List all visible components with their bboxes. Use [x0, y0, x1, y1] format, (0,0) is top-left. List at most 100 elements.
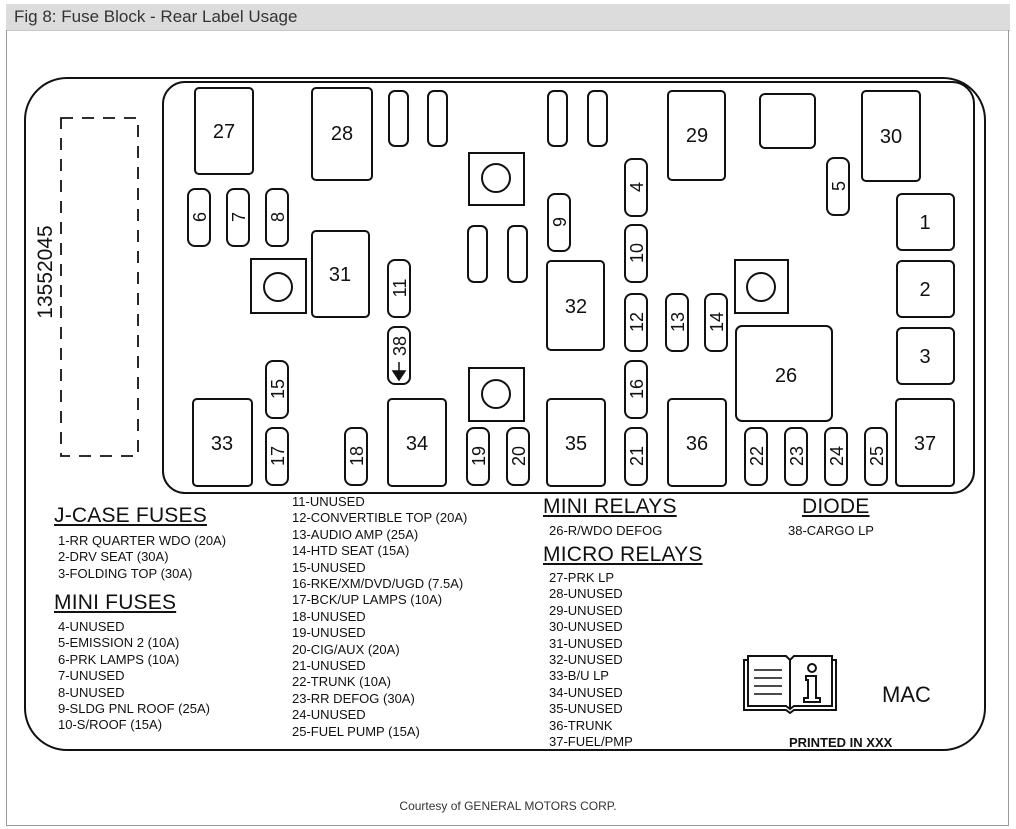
svg-text:11: 11 [390, 279, 410, 298]
legend-item: 31-UNUSED [549, 635, 623, 651]
svg-text:2: 2 [919, 279, 930, 301]
relay-26: 26 [735, 325, 833, 422]
svg-text:33: 33 [211, 433, 233, 455]
svg-text:15: 15 [268, 379, 288, 399]
svg-text:28: 28 [331, 123, 353, 145]
mini-relays-heading: MINI RELAYS [543, 495, 677, 518]
legend-item: 9-SLDG PNL ROOF (25A) [58, 701, 210, 717]
svg-text:6: 6 [190, 212, 210, 222]
mounting-boss [250, 258, 307, 314]
svg-text:3: 3 [919, 346, 930, 368]
legend-item: 20-CIG/AUX (20A) [292, 641, 400, 657]
micro-relays-heading: MICRO RELAYS [543, 543, 703, 566]
mini-fuse-16: 16 [624, 360, 648, 419]
mini-fuse-18: 18 [344, 427, 368, 486]
figure-title-bar: Fig 8: Fuse Block - Rear Label Usage [6, 4, 1010, 31]
legend-item: 11-UNUSED [292, 494, 365, 509]
legend-item: 17-BCK/UP LAMPS (10A) [292, 592, 443, 608]
svg-text:24: 24 [827, 446, 847, 466]
part-number: 13552045 [34, 225, 57, 318]
legend-item: 24-UNUSED [292, 707, 366, 723]
printed-in-label: PRINTED IN XXX [789, 735, 893, 750]
mini-fuse-11: 11 [387, 259, 411, 318]
svg-text:8: 8 [268, 212, 288, 222]
mini-fuse-15: 15 [265, 360, 289, 419]
jcase-fuse-1: 1 [896, 193, 955, 251]
legend-item: 15-UNUSED [292, 559, 366, 575]
empty-fuse-slot [547, 90, 568, 147]
legend-item: 26-R/WDO DEFOG [549, 523, 663, 538]
jcase-fuses-heading: J-CASE FUSES [54, 504, 207, 527]
mini-fuse-23: 23 [784, 427, 808, 486]
mini-fuse-8: 8 [265, 188, 289, 247]
svg-text:16: 16 [627, 379, 647, 399]
empty-slot-box [759, 93, 816, 149]
svg-text:38: 38 [390, 336, 410, 356]
legend-item: 21-UNUSED [292, 658, 366, 674]
relay-27: 27 [194, 87, 254, 175]
dashed-label-area [60, 117, 139, 457]
svg-text:9: 9 [550, 217, 570, 227]
mini-fuse-5: 5 [826, 157, 850, 216]
svg-text:31: 31 [329, 264, 351, 286]
legend-item: 37-FUEL/PMP [549, 734, 633, 750]
legend-item: 22-TRUNK (10A) [292, 674, 391, 690]
courtesy-credit: Courtesy of GENERAL MOTORS CORP. [399, 799, 617, 813]
legend-item: 16-RKE/XM/DVD/UGD (7.5A) [292, 576, 464, 592]
relay-35: 35 [546, 398, 606, 487]
mounting-boss [734, 259, 789, 314]
svg-text:10: 10 [627, 243, 647, 263]
mini-fuses-list: 4-UNUSED 5-EMISSION 2 (10A) 6-PRK LAMPS … [58, 619, 210, 734]
diode-symbol-icon [391, 362, 407, 382]
svg-text:19: 19 [469, 446, 489, 466]
mini-fuse-22: 22 [744, 427, 768, 486]
legend-item: 34-UNUSED [549, 684, 623, 700]
legend-item: 29-UNUSED [549, 602, 623, 618]
legend-item: 28-UNUSED [549, 586, 623, 602]
relay-28: 28 [311, 87, 373, 181]
mini-fuse-21: 21 [624, 427, 648, 486]
frame-left-border [6, 30, 7, 826]
empty-fuse-slot [427, 90, 448, 147]
legend-item: 19-UNUSED [292, 625, 366, 641]
mounting-boss [468, 152, 525, 206]
svg-text:1: 1 [919, 212, 930, 234]
jcase-fuses-list: 1-RR QUARTER WDO (20A) 2-DRV SEAT (30A) … [58, 533, 226, 582]
mini-relays-list: 26-R/WDO DEFOG [549, 523, 662, 539]
legend-item: 2-DRV SEAT (30A) [58, 549, 169, 565]
mini-fuse-24: 24 [824, 427, 848, 486]
mini-fuse-4: 4 [624, 158, 648, 217]
frame-bottom-border [6, 825, 1009, 826]
svg-text:21: 21 [627, 446, 647, 466]
diode-list: 38-CARGO LP [788, 523, 874, 539]
mini-fuse-20: 20 [506, 427, 530, 486]
relay-29: 29 [667, 90, 726, 181]
legend-item: 6-PRK LAMPS (10A) [58, 651, 180, 667]
legend-item: 10-S/ROOF (15A) [58, 717, 163, 733]
mini-fuse-7: 7 [226, 188, 250, 247]
svg-text:17: 17 [268, 446, 288, 466]
svg-text:5: 5 [829, 181, 849, 191]
fuse-block-body [162, 81, 975, 494]
svg-text:26: 26 [775, 365, 797, 387]
relay-30: 30 [861, 90, 921, 182]
mini-fuse-6: 6 [187, 188, 211, 247]
empty-fuse-slot [507, 225, 528, 283]
mac-label: MAC [882, 682, 931, 707]
legend-item: 27-PRK LP [549, 570, 615, 585]
svg-text:35: 35 [565, 433, 587, 455]
frame-right-border [1008, 30, 1009, 826]
legend-item: 38-CARGO LP [788, 523, 874, 538]
relay-31: 31 [311, 230, 370, 318]
svg-text:22: 22 [747, 446, 767, 466]
legend-item: 30-UNUSED [549, 619, 623, 635]
empty-fuse-slot [587, 90, 608, 147]
svg-text:14: 14 [707, 312, 727, 332]
jcase-fuse-3: 3 [896, 327, 955, 385]
legend-item: 12-CONVERTIBLE TOP (20A) [292, 510, 468, 526]
mini-fuse-17: 17 [265, 427, 289, 486]
svg-text:18: 18 [347, 446, 367, 466]
legend-item: 8-UNUSED [58, 684, 125, 700]
relay-36: 36 [667, 398, 727, 487]
